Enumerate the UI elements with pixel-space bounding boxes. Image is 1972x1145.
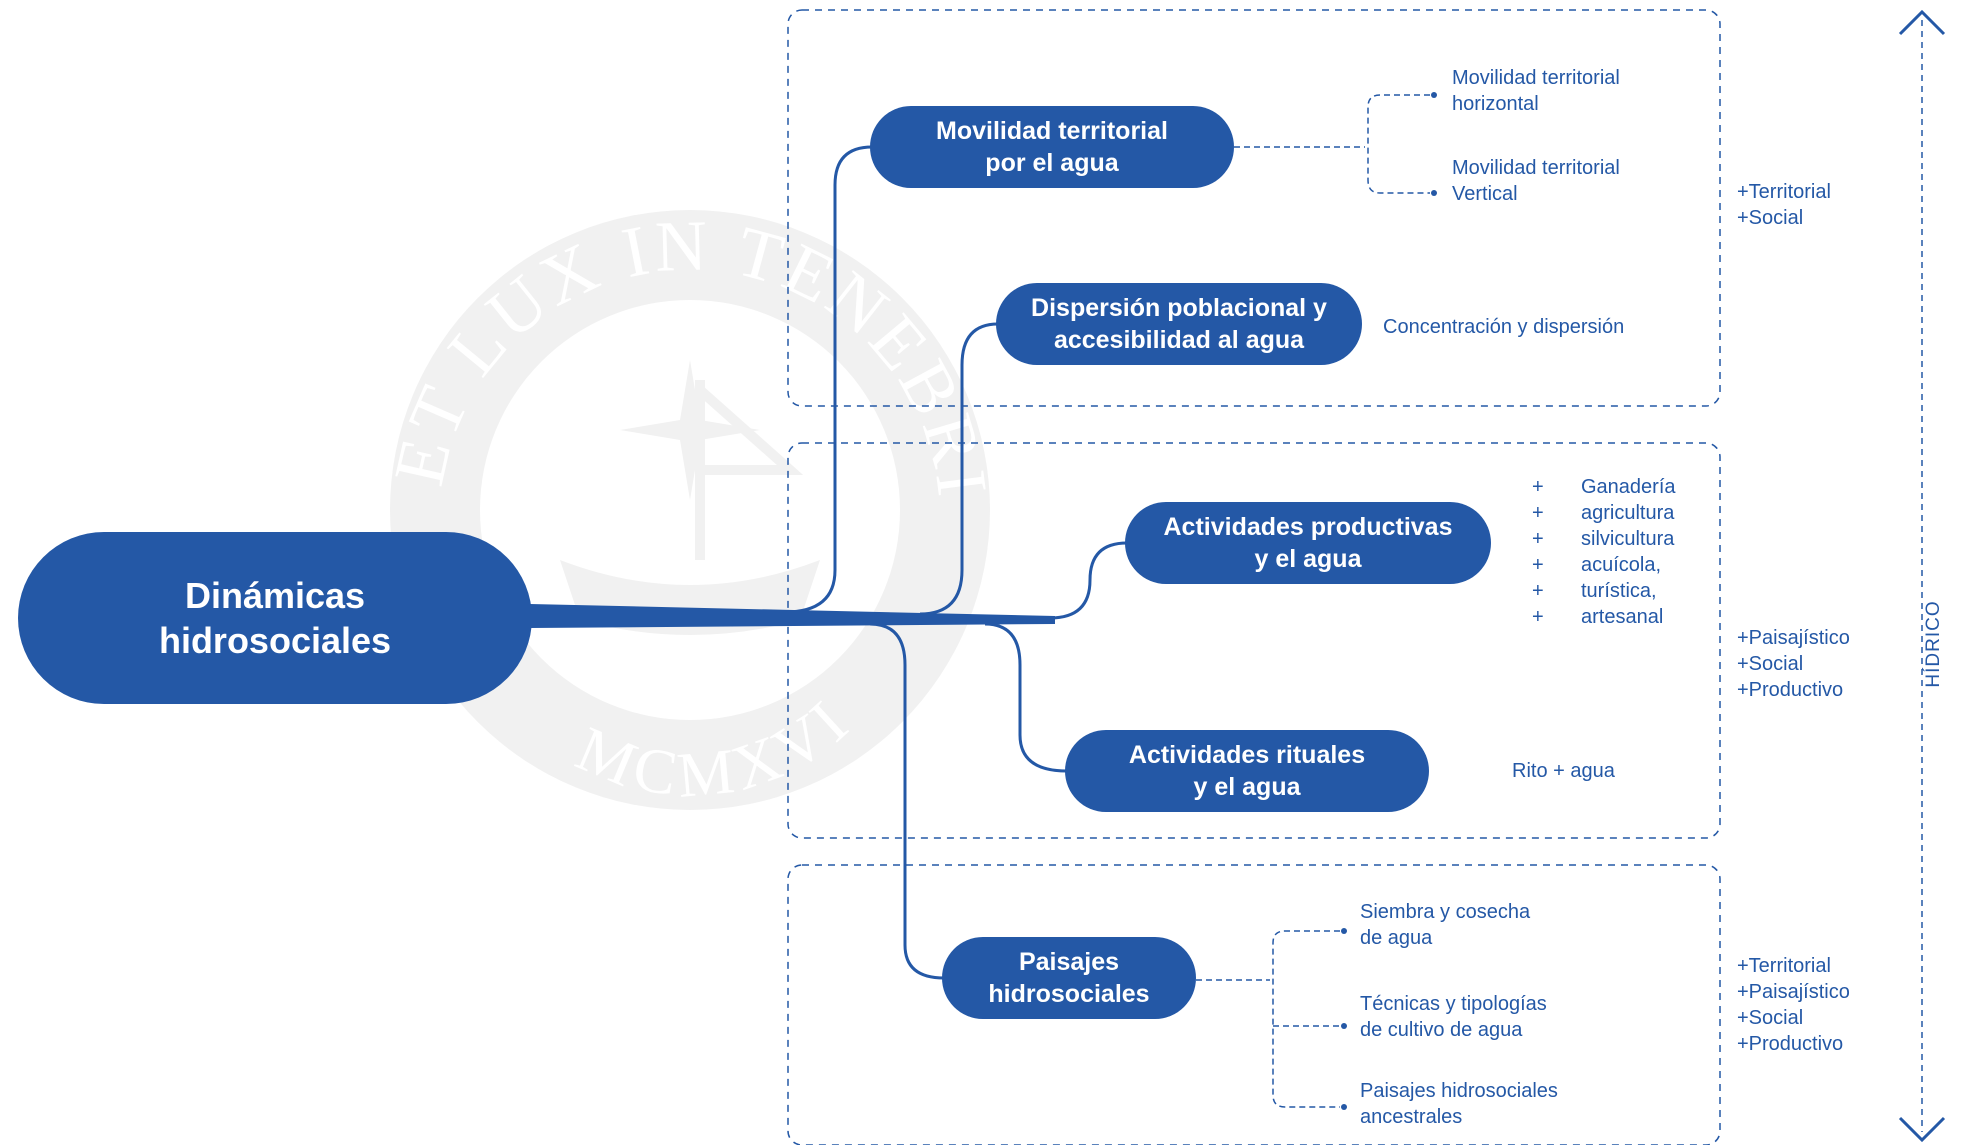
- paisajes-item-siembra-line2: de agua: [1360, 927, 1433, 949]
- group-tag: +Social: [1737, 1007, 1804, 1029]
- plus-2: +: [1532, 502, 1544, 524]
- axis-label: HÍDRICO: [1923, 600, 1944, 688]
- node-rituales-line1: Actividades rituales: [1128, 740, 1366, 769]
- productivas-item: acuícola,: [1581, 554, 1662, 576]
- node-dispersion: Dispersión poblacional y accesibilidad a…: [996, 283, 1362, 365]
- group-tags-1: +Territorial +Social: [1737, 179, 1831, 231]
- group-box-3: [787, 864, 1721, 1145]
- paisajes-item-ancestrales-line1: Paisajes hidrosociales: [1360, 1080, 1558, 1102]
- node-productivas: Actividades productivas y el agua: [1125, 502, 1491, 584]
- group-tags-3: +Territorial +Paisajístico +Social +Prod…: [1737, 953, 1850, 1057]
- group-box-1: [787, 9, 1721, 407]
- productivas-item: turística,: [1581, 580, 1657, 602]
- main-node-line1: Dinámicas: [184, 575, 366, 616]
- dispersion-item: Concentración y dispersión: [1383, 316, 1625, 338]
- node-productivas-line1: Actividades productivas: [1163, 512, 1453, 541]
- plus-1: +: [1532, 476, 1544, 498]
- group-box-2: [787, 442, 1721, 839]
- plus-5: +: [1532, 580, 1544, 602]
- group-tag: +Paisajístico: [1737, 981, 1850, 1003]
- node-dispersion-line1: Dispersión poblacional y: [1031, 293, 1327, 322]
- node-movilidad-line2: por el agua: [985, 149, 1119, 177]
- axis-down-arrow-icon: [1898, 1116, 1946, 1143]
- productivas-item: silvicultura: [1581, 528, 1675, 550]
- productivas-list: Ganadería agricultura silvicultura acuíc…: [1581, 474, 1676, 630]
- productivas-item: artesanal: [1581, 606, 1664, 628]
- movilidad-item-vertical-line1: Movilidad territorial: [1452, 157, 1620, 179]
- main-node: Dinámicas hidrosociales: [18, 532, 532, 704]
- paisajes-item-ancestrales: Paisajes hidrosociales ancestrales: [1360, 1078, 1558, 1130]
- main-node-line2: hidrosociales: [158, 620, 392, 661]
- main-trunk: [530, 604, 1055, 628]
- node-movilidad-line1: Movilidad territorial: [936, 116, 1168, 145]
- movilidad-item-horizontal-line2: horizontal: [1452, 93, 1539, 115]
- productivas-item: agricultura: [1581, 502, 1675, 524]
- group-tag: +Paisajístico: [1737, 627, 1850, 649]
- plus-4: +: [1532, 554, 1544, 576]
- group-tag: +Social: [1737, 207, 1804, 229]
- node-dispersion-line2: accesibilidad al agua: [1053, 326, 1305, 354]
- paisajes-item-siembra: Siembra y cosecha de agua: [1360, 899, 1530, 951]
- paisajes-item-ancestrales-line2: ancestrales: [1360, 1106, 1463, 1128]
- node-rituales: Actividades rituales y el agua: [1065, 730, 1429, 812]
- branch-movilidad: [784, 145, 873, 614]
- node-paisajes: Paisajes hidrosociales: [942, 937, 1196, 1019]
- connector-movilidad-split: [1367, 94, 1430, 194]
- group-tag: +Productivo: [1737, 679, 1844, 701]
- node-paisajes-line2: hidrosociales: [988, 980, 1150, 1008]
- node-paisajes-line1: Paisajes: [1018, 947, 1120, 976]
- group-tag: +Territorial: [1737, 955, 1831, 977]
- productivas-plus-list: + + + + + +: [1532, 474, 1544, 630]
- group-tags-2: +Paisajístico +Social +Productivo: [1737, 625, 1850, 703]
- paisajes-item-siembra-line1: Siembra y cosecha: [1360, 901, 1531, 923]
- node-movilidad: Movilidad territorial por el agua: [870, 106, 1234, 188]
- group-tag: +Productivo: [1737, 1033, 1844, 1055]
- branch-rituales: [984, 622, 1068, 773]
- movilidad-item-horizontal-line1: Movilidad territorial: [1452, 67, 1620, 89]
- axis-up-arrow-icon: [1898, 9, 1946, 36]
- branch-dispersion: [919, 322, 999, 616]
- movilidad-item-vertical: Movilidad territorial Vertical: [1452, 155, 1620, 207]
- plus-6: +: [1532, 606, 1544, 628]
- rituales-item: Rito + agua: [1512, 760, 1615, 782]
- branch-paisajes: [869, 622, 945, 980]
- movilidad-item-vertical-line2: Vertical: [1452, 183, 1518, 205]
- group-tag: +Social: [1737, 653, 1804, 675]
- plus-3: +: [1532, 528, 1544, 550]
- paisajes-item-tecnicas: Técnicas y tipologías de cultivo de agua: [1360, 991, 1547, 1043]
- paisajes-item-tecnicas-line2: de cultivo de agua: [1360, 1019, 1523, 1041]
- paisajes-item-tecnicas-line1: Técnicas y tipologías: [1360, 993, 1547, 1015]
- movilidad-item-horizontal: Movilidad territorial horizontal: [1452, 65, 1620, 117]
- node-productivas-line2: y el agua: [1254, 545, 1362, 573]
- connector-paisajes-split: [1272, 930, 1340, 1108]
- branch-productivas: [1049, 541, 1128, 620]
- node-rituales-line2: y el agua: [1193, 773, 1301, 801]
- productivas-item: Ganadería: [1581, 476, 1676, 498]
- group-tag: +Territorial: [1737, 181, 1831, 203]
